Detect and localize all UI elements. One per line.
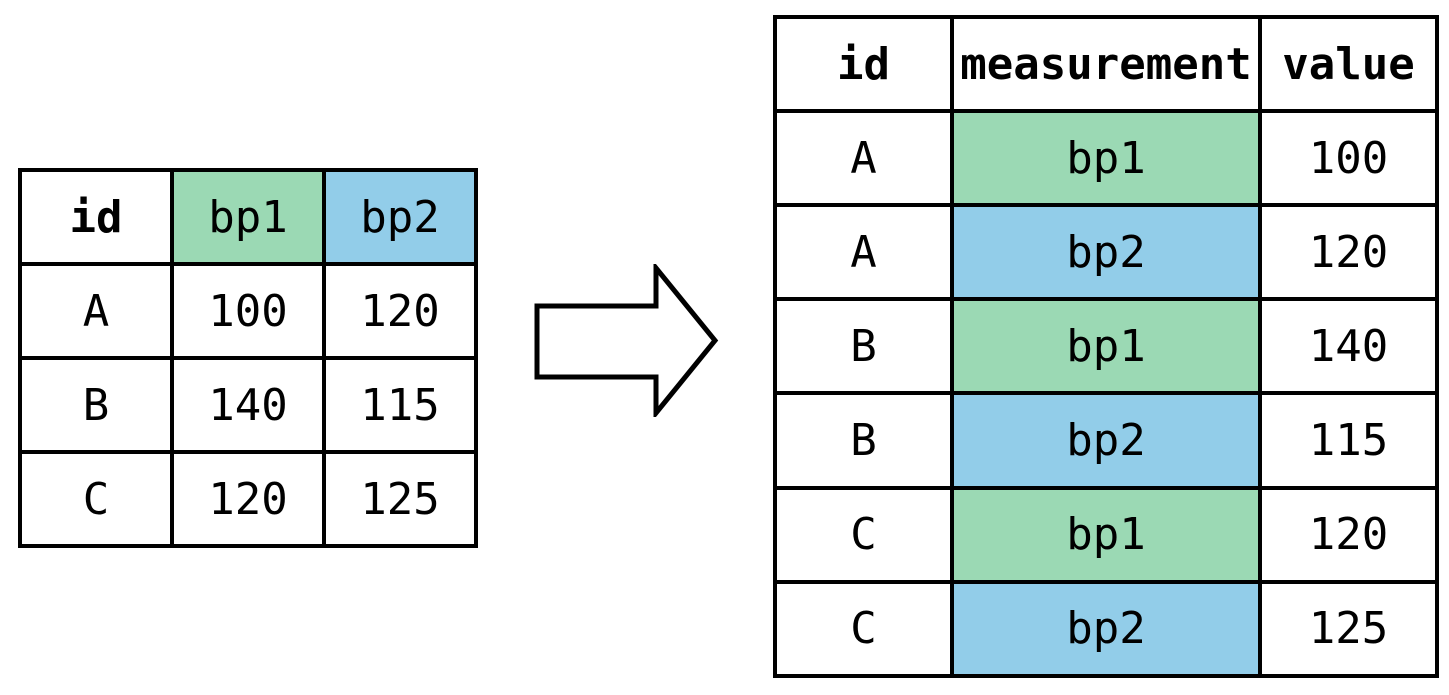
table-cell: 140	[170, 356, 326, 454]
table-cell: A	[773, 108, 954, 208]
table-cell: B	[18, 356, 174, 454]
wide-header-bp1: bp1	[170, 168, 326, 266]
long-header-id: id	[773, 15, 954, 113]
table-cell: C	[773, 579, 954, 679]
wide-header-id: id	[18, 168, 174, 266]
table-cell: bp1	[950, 297, 1262, 396]
table-row: A bp2 120	[773, 203, 1439, 302]
table-row: A bp1 100	[773, 108, 1439, 208]
table-cell: 120	[322, 262, 478, 360]
table-cell: C	[773, 485, 954, 584]
table-row: B bp1 140	[773, 297, 1439, 396]
right-arrow-icon	[534, 264, 719, 417]
wide-header-bp2: bp2	[322, 168, 478, 266]
table-header-row: id bp1 bp2	[18, 168, 478, 266]
long-header-value: value	[1258, 15, 1439, 113]
table-cell: 115	[322, 356, 478, 454]
table-cell: A	[18, 262, 174, 360]
table-cell: 140	[1258, 297, 1439, 396]
table-cell: bp2	[950, 203, 1262, 302]
table-cell: 120	[1258, 203, 1439, 302]
table-row: B bp2 115	[773, 391, 1439, 490]
table-row: C 120 125	[18, 450, 478, 548]
table-cell: A	[773, 203, 954, 302]
long-format-table: id measurement value A bp1 100 A bp2 120…	[773, 15, 1439, 679]
table-cell: 100	[170, 262, 326, 360]
table-cell: 125	[1258, 579, 1439, 679]
table-cell: 120	[1258, 485, 1439, 584]
table-row: C bp1 120	[773, 485, 1439, 584]
table-cell: bp2	[950, 391, 1262, 490]
long-header-measurement: measurement	[950, 15, 1262, 113]
wide-format-table: id bp1 bp2 A 100 120 B 140 115 C 120 125	[18, 168, 478, 548]
table-cell: 125	[322, 450, 478, 548]
table-cell: bp1	[950, 108, 1262, 208]
table-cell: bp1	[950, 485, 1262, 584]
table-cell: C	[18, 450, 174, 548]
table-cell: 115	[1258, 391, 1439, 490]
table-cell: 100	[1258, 108, 1439, 208]
table-row: B 140 115	[18, 356, 478, 454]
table-cell: 120	[170, 450, 326, 548]
table-cell: B	[773, 391, 954, 490]
table-row: C bp2 125	[773, 579, 1439, 679]
table-cell: bp2	[950, 579, 1262, 679]
table-header-row: id measurement value	[773, 15, 1439, 113]
table-row: A 100 120	[18, 262, 478, 360]
table-cell: B	[773, 297, 954, 396]
